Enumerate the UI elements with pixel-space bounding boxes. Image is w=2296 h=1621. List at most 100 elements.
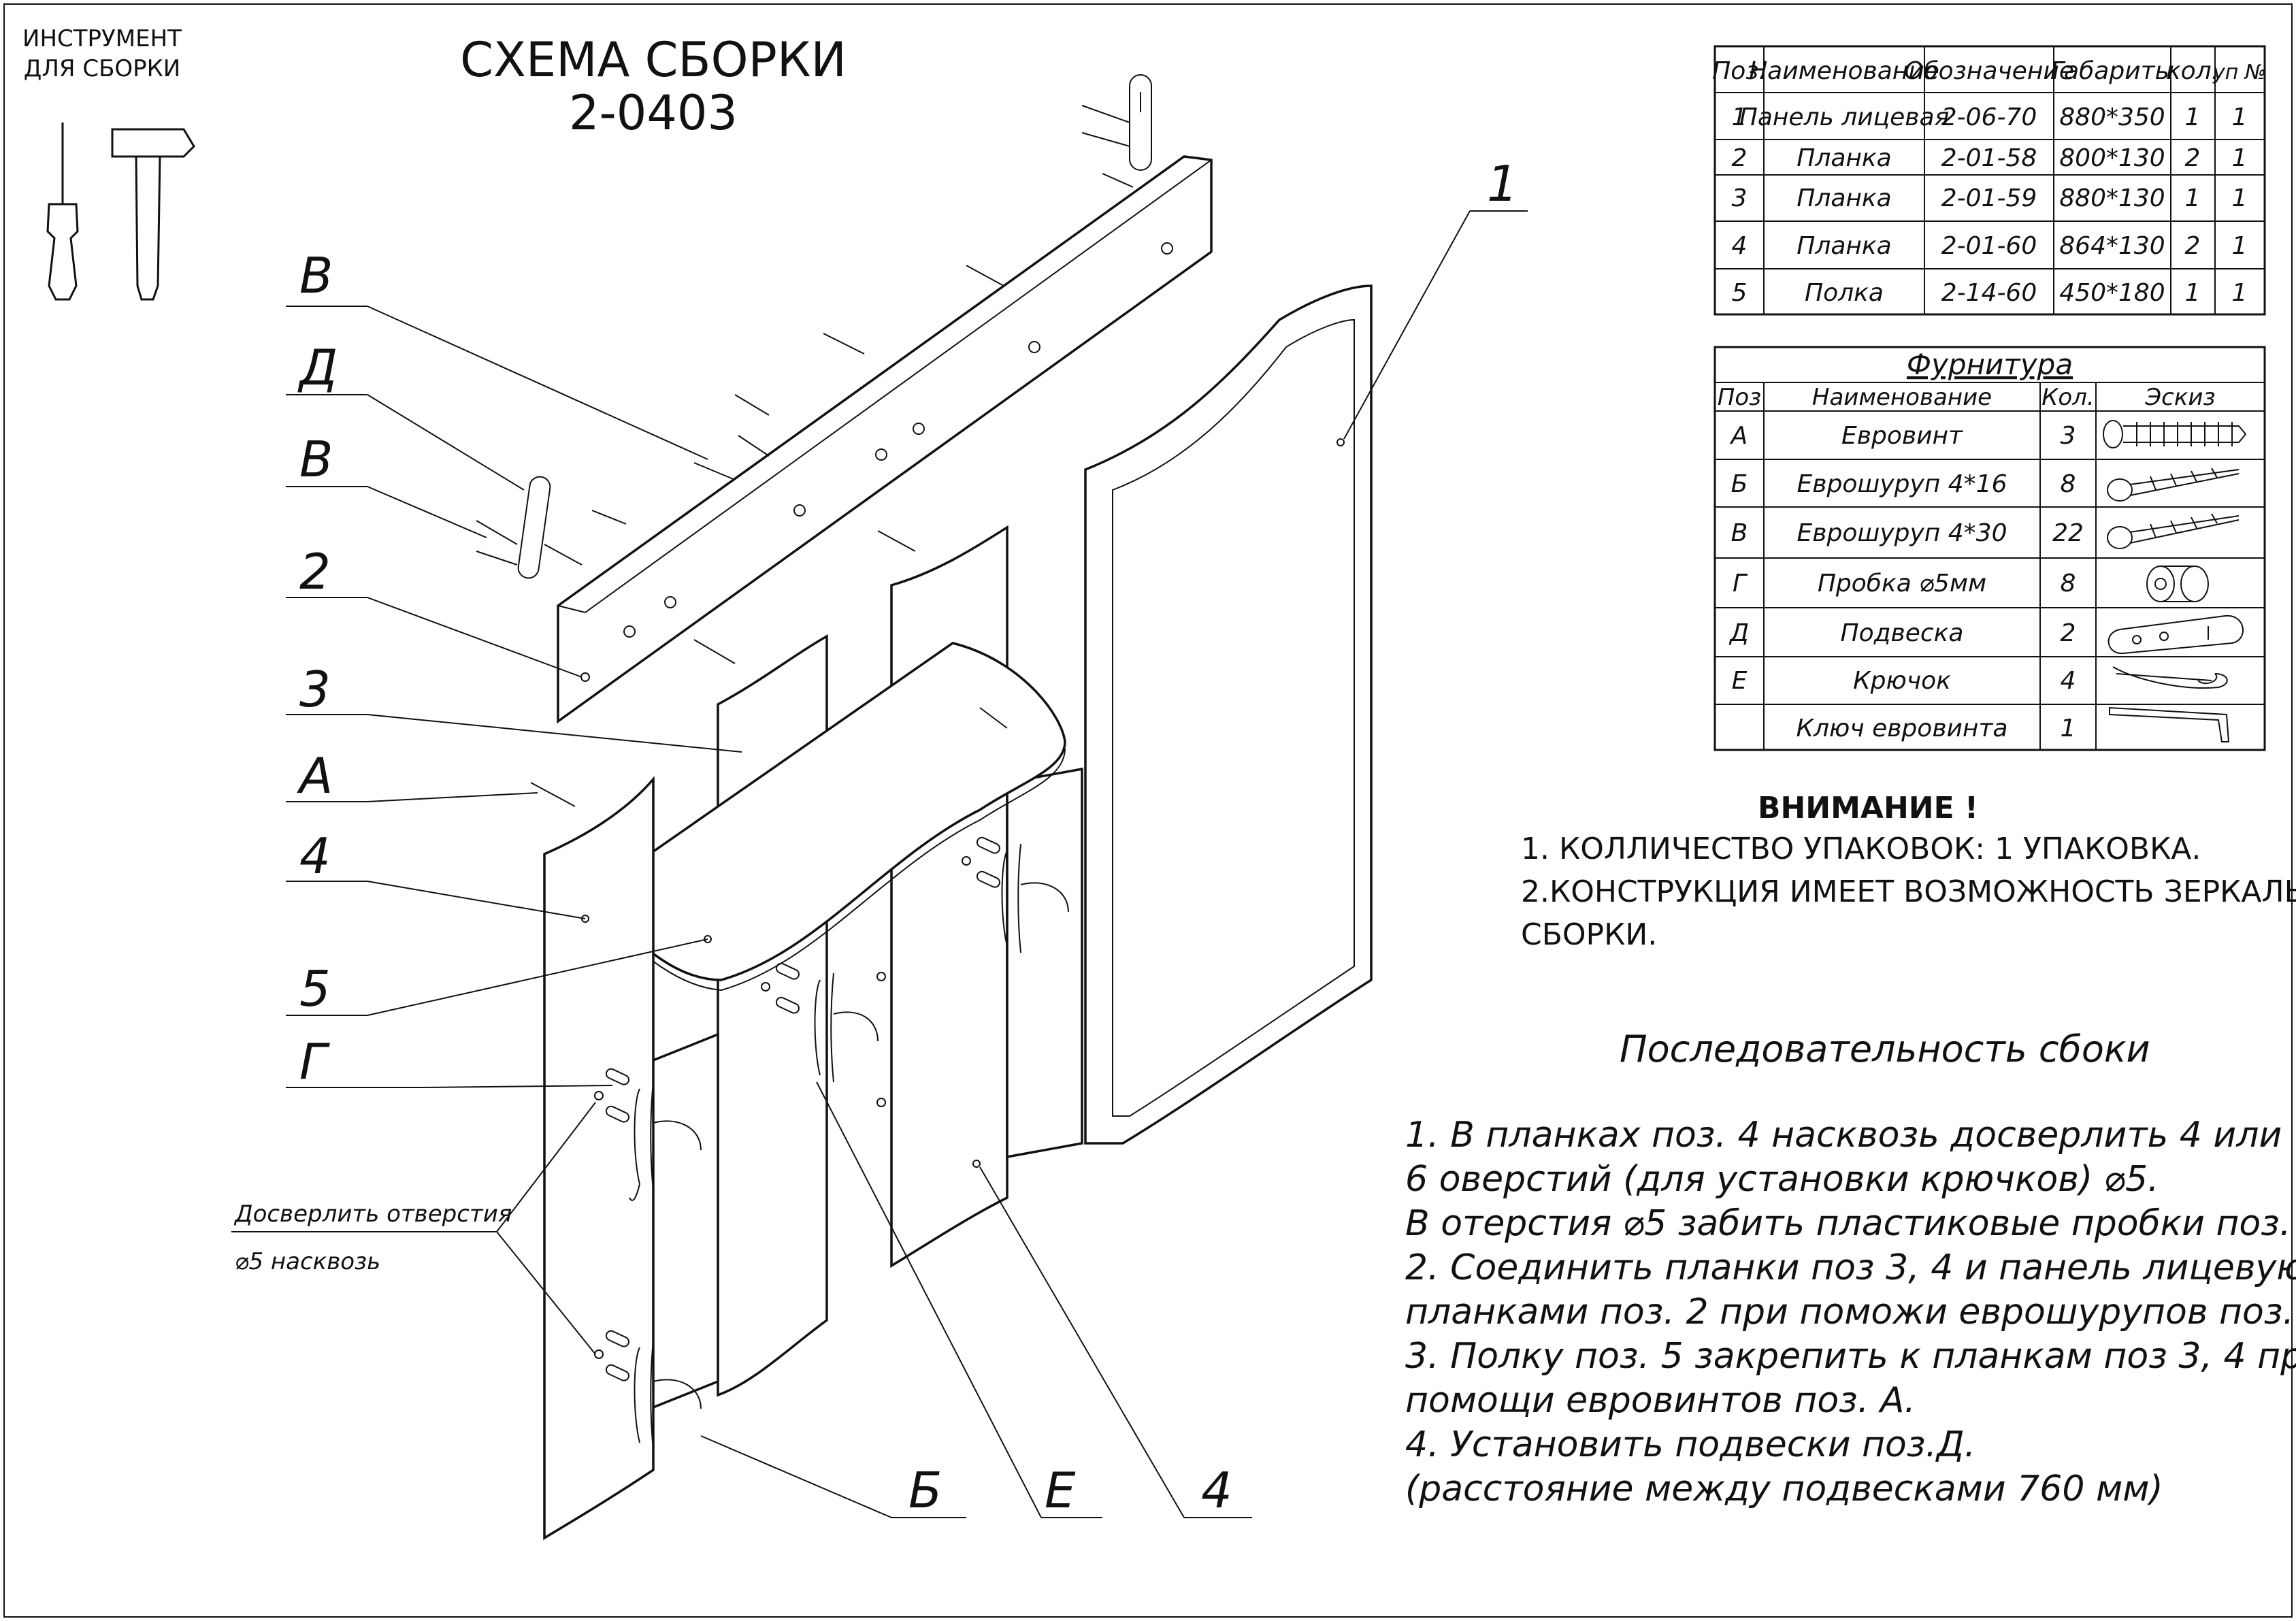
table-cell: Еврошуруп 4*30	[1797, 519, 2007, 547]
attention-line-2: 2.КОНСТРУКЦИЯ ИМЕЕТ ВОЗМОЖНОСТЬ ЗЕРКАЛЬН…	[1521, 873, 2296, 909]
sequence-heading: Последовательность сбоки	[1620, 1028, 2150, 1070]
table-cell: 1	[2232, 232, 2248, 260]
table-row: В Еврошуруп 4*30 22	[1731, 519, 2084, 547]
table-cell: 8	[2061, 470, 2076, 498]
hook-icon	[629, 843, 1069, 1450]
tool-caption-line-2: ДЛЯ СБОРКИ	[24, 55, 180, 82]
shelf-part-5	[604, 642, 1066, 992]
hardware-header-pos: Поз	[1718, 384, 1761, 411]
table-cell: 1	[1732, 103, 1748, 131]
attention-notes: ВНИМАНИЕ ! 1. КОЛЛИЧЕСТВО УПАКОВОК: 1 УП…	[1521, 791, 2296, 952]
callout-2: 2	[299, 543, 331, 600]
table-row: 1 Панель лицевая 2-06-70 880*350 1 1	[1732, 103, 2248, 131]
table-cell: Планка	[1797, 232, 1891, 260]
table-cell: 1	[2232, 184, 2248, 212]
screwdriver-icon	[46, 122, 79, 301]
callout-v-mid: В	[299, 431, 333, 488]
parts-table: Поз. Наименование Обозначение Габариты к…	[1712, 45, 2266, 316]
top-rail-part-2	[557, 155, 1213, 724]
table-cell: 2-14-60	[1941, 279, 2037, 307]
table-cell: 450*180	[2059, 279, 2165, 307]
sequence-line-1: 1. В планках поз. 4 насквозь досверлить …	[1405, 1115, 2282, 1156]
hardware-table: Фурнитура Поз Наименование Кол. Эскиз А …	[1713, 346, 2266, 751]
parts-header-name: Наименование	[1749, 57, 1939, 85]
table-cell: 2-01-60	[1941, 232, 2037, 260]
table-cell: Подвеска	[1841, 619, 1964, 647]
exploded-drawing: В Д В 2 3 А 4 5 Г Б Е 4 1 Досверлить отв…	[231, 74, 1528, 1541]
table-cell: 2-01-59	[1941, 184, 2037, 212]
table-cell: А	[1730, 422, 1748, 450]
drill-note-line-1: Досверлить отверстия	[233, 1200, 512, 1228]
table-cell: 22	[2052, 519, 2084, 547]
parts-rows: 1 Панель лицевая 2-06-70 880*350 1 1 2 П…	[1732, 103, 2248, 307]
screw-long-icon	[2107, 513, 2240, 549]
sequence-line-3: В отерстия ⌀5 забить пластиковые пробки …	[1405, 1203, 2296, 1244]
table-cell: Полка	[1805, 279, 1884, 307]
confirmat-screw-icon	[2103, 420, 2247, 448]
hardware-rows: А Евровинт 3 Б Еврошуруп 4*16 8 В Еврошу…	[1728, 422, 2084, 742]
table-row: Г Пробка ⌀5мм 8	[1733, 570, 2076, 597]
table-row: Д Подвеска 2	[1728, 619, 2076, 647]
screw-short-icon	[2107, 468, 2240, 502]
hardware-title: Фурнитура	[1907, 348, 2073, 381]
tool-caption: ИНСТРУМЕНТ ДЛЯ СБОРКИ	[22, 25, 182, 82]
table-cell: Панель лицевая	[1739, 103, 1949, 131]
callout-4-left: 4	[299, 828, 331, 885]
table-row: 3 Планка 2-01-59 880*130 1 1	[1732, 184, 2248, 212]
table-cell: Д	[1728, 619, 1749, 647]
plug-icon	[605, 836, 1000, 1381]
sheet-frame	[3, 3, 2293, 1618]
table-cell: 1	[2232, 103, 2248, 131]
table-cell: В	[1731, 519, 1748, 547]
table-row: 5 Полка 2-14-60 450*180 1 1	[1732, 279, 2248, 307]
hardware-header-qty: Кол.	[2041, 384, 2094, 411]
hook-sketch-icon	[2112, 666, 2228, 689]
parts-header-pack: уп №	[2212, 61, 2266, 84]
leader-lines	[231, 210, 1528, 1518]
callout-5: 5	[299, 960, 331, 1017]
sequence-line-9: (расстояние между подвесками 760 мм)	[1405, 1469, 2163, 1509]
table-cell: Г	[1733, 570, 1748, 597]
attention-line-3: СБОРКИ.	[1521, 917, 1657, 952]
table-cell: 2	[2185, 144, 2201, 172]
table-cell: 3	[1732, 184, 1748, 212]
table-cell: Планка	[1797, 184, 1891, 212]
table-cell: 8	[2061, 570, 2076, 597]
table-cell: 1	[2061, 715, 2076, 742]
callouts: В Д В 2 3 А 4 5 Г Б Е 4 1	[297, 155, 1518, 1519]
table-cell: Пробка ⌀5мм	[1818, 570, 1986, 597]
table-row: 4 Планка 2-01-60 864*130 2 1	[1732, 232, 2248, 260]
assembly-sequence: Последовательность сбоки 1. В планках по…	[1405, 1028, 2296, 1509]
table-row: А Евровинт 3	[1730, 422, 2076, 450]
table-cell: 880*130	[2059, 184, 2165, 212]
diagram-title: СХЕМА СБОРКИ	[460, 32, 847, 88]
hammer-icon	[111, 128, 195, 301]
attention-heading: ВНИМАНИЕ !	[1758, 791, 1978, 825]
sequence-line-7: помощи евровинтов поз. А.	[1405, 1380, 1916, 1421]
hex-key-icon	[2109, 706, 2230, 742]
table-cell: Е	[1732, 667, 1748, 695]
table-row: 2 Планка 2-01-58 800*130 2 1	[1732, 144, 2248, 172]
tool-caption-line-1: ИНСТРУМЕНТ	[22, 25, 182, 52]
callout-1: 1	[1487, 155, 1518, 212]
table-cell: 800*130	[2059, 144, 2165, 172]
callout-3: 3	[299, 661, 331, 718]
rear-rail-part-4	[890, 525, 1083, 1268]
plug-sketch-icon	[2146, 566, 2209, 602]
table-cell: 5	[1732, 279, 1748, 307]
callout-e: Е	[1045, 1462, 1076, 1519]
sequence-line-4: 2. Соединить планки поз 3, 4 и панель ли…	[1405, 1247, 2296, 1288]
table-cell: 1	[2185, 279, 2201, 307]
callout-v-top: В	[299, 247, 333, 304]
table-row: Е Крючок 4	[1732, 667, 2076, 695]
sequence-line-8: 4. Установить подвески поз.Д.	[1405, 1424, 1975, 1465]
table-cell: 4	[1732, 232, 1748, 260]
table-cell: 880*350	[2059, 103, 2165, 131]
table-cell: Еврошуруп 4*16	[1797, 470, 2007, 498]
sequence-line-2: 6 оверстий (для установки крючков) ⌀5.	[1405, 1159, 2159, 1200]
drill-note-line-2: ⌀5 насквозь	[235, 1248, 380, 1275]
parts-header-qty: кол.	[2166, 57, 2219, 85]
table-cell: 2	[1732, 144, 1748, 172]
table-cell: 2	[2185, 232, 2201, 260]
